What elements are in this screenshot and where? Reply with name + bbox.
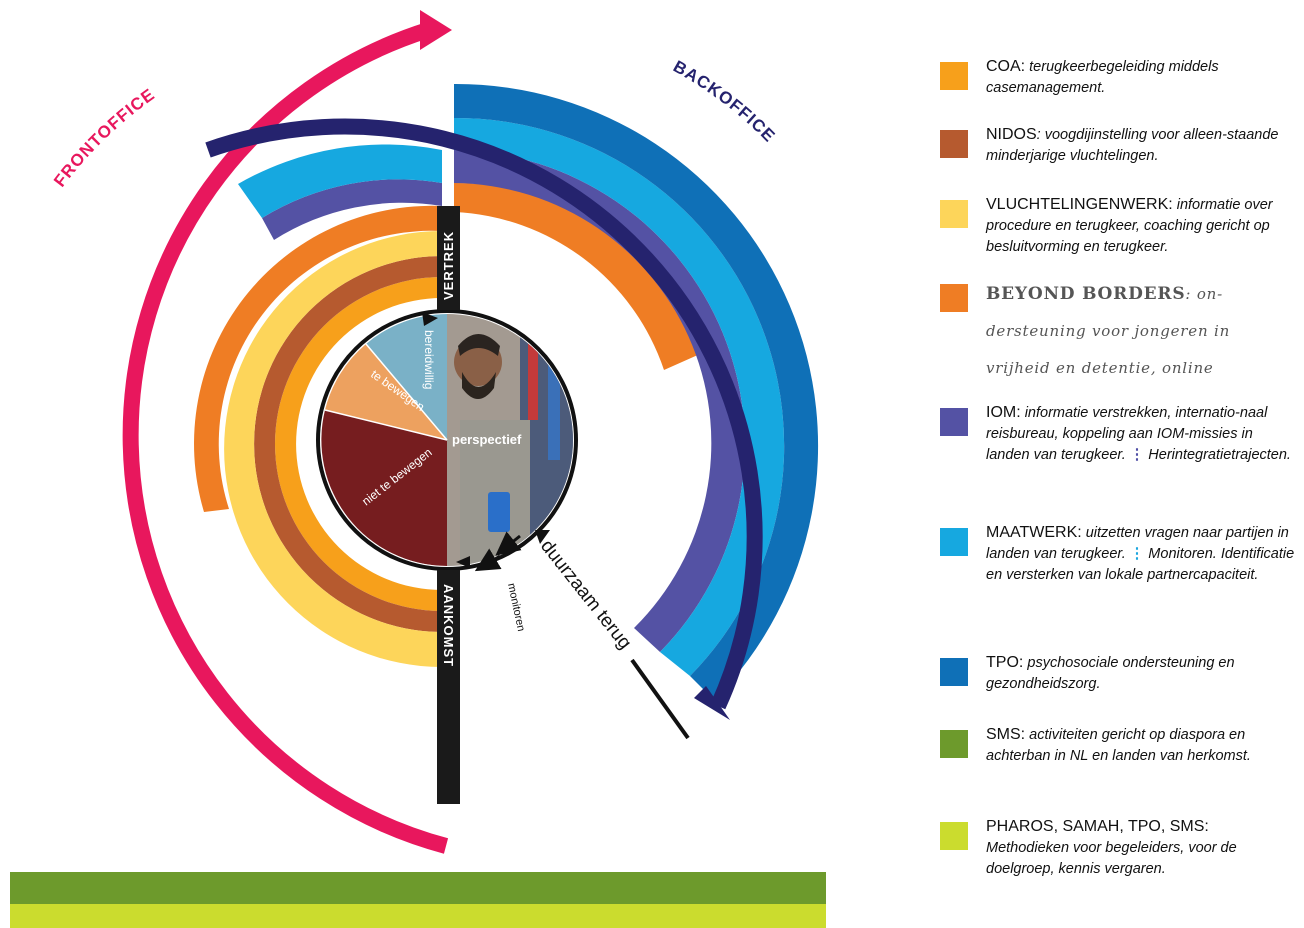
legend-sep-maatwerk: ⋮ [1129, 546, 1145, 562]
legend-desc-sms: activiteiten gericht op diaspora en acht… [986, 727, 1251, 764]
legend-desc-tpo: psychosociale ondersteuning en gezondhei… [986, 655, 1235, 692]
backoffice-arrow [205, 118, 763, 710]
legend-name-coa: COA: [986, 58, 1026, 75]
vluchtelingenwerk-ring-left [224, 231, 442, 667]
legend-desc-beyond-borders: : on-dersteuning voor jongeren in vrijhe… [986, 285, 1231, 377]
pie-niet-te-bewegen [321, 410, 447, 566]
legend-swatch-iom [940, 408, 968, 436]
pie-te-bewegen [325, 344, 447, 440]
legend-desc-pharos: Methodieken voor begeleiders, voor de do… [986, 840, 1237, 877]
legend-swatch-vluchtelingenwerk [940, 200, 968, 228]
frontoffice-label: FRONTOFFICE [50, 85, 158, 191]
monitor-arrow-2 [474, 548, 502, 572]
coa-ring-left [275, 277, 442, 611]
legend-desc-vluchtelingenwerk: informatie over procedure en terugkeer, … [986, 197, 1273, 255]
legend-desc-coa: terugkeerbegeleiding middels casemanagem… [986, 59, 1219, 96]
monitor-arrow-1 [495, 531, 522, 556]
monitoren-label: monitoren [505, 582, 527, 632]
tpo-ring [454, 83, 819, 701]
circle-arrow-right [535, 530, 550, 544]
legend-name-nidos: NIDOS [986, 126, 1037, 143]
legend-name-maatwerk: MAATWERK: [986, 524, 1082, 541]
legend-swatch-tpo [940, 658, 968, 686]
legend-swatch-maatwerk [940, 528, 968, 556]
legend-desc-nidos: : voogdijinstelling voor alleen-staande … [986, 127, 1279, 164]
vertrek-label: VERTREK [441, 231, 456, 300]
legend-name-iom: IOM: [986, 404, 1021, 421]
backoffice-label: BACKOFFICE [670, 57, 779, 146]
pie-bereidwillig [366, 314, 447, 440]
iom-band-left [262, 179, 442, 240]
legend-name-pharos: PHAROS, SAMAH, TPO, SMS: [986, 818, 1209, 835]
backoffice-arrowhead [694, 686, 730, 720]
legend-swatch-coa [940, 62, 968, 90]
nidos-ring-left [254, 256, 442, 632]
sms-bottom-bar [10, 872, 826, 904]
legend-name-beyond-borders: BEYOND BORDERS [986, 284, 1186, 304]
center-disc [321, 314, 573, 566]
pharos-bottom-bar [10, 904, 826, 928]
legend-desc2-maatwerk: Monitoren. Identificatie en versterken v… [986, 546, 1295, 583]
vertrek-bar [437, 206, 460, 310]
legend-swatch-beyond-borders [940, 284, 968, 312]
legend-desc2-iom: Herintegratietrajecten. [1148, 447, 1291, 463]
maatwerk-ring [454, 117, 785, 677]
beyond-borders-ring-right [454, 182, 700, 370]
frontoffice-arrow [122, 22, 449, 854]
legend-swatch-nidos [940, 130, 968, 158]
beyond-borders-ring-left [194, 205, 442, 512]
legend-sep-iom: ⋮ [1129, 447, 1145, 463]
circle-arrow-top [422, 312, 438, 326]
legend-desc-maatwerk: uitzetten vragen naar partijen in landen… [986, 525, 1289, 562]
pie-label-bereidwillig: bereidwillig [422, 330, 436, 389]
circle-arrow-bottom [456, 556, 470, 568]
return-process-diagram: FRONTOFFICE BACKOFFICE bereidwillig te b… [50, 10, 819, 854]
aankomst-label: AANKOMST [441, 584, 456, 667]
duurzaam-terug-line [630, 658, 690, 740]
legend-swatch-sms [940, 730, 968, 758]
pie-label-perspectief: perspectief [452, 432, 522, 447]
legend-name-sms: SMS: [986, 726, 1026, 743]
legend-swatch-pharos [940, 822, 968, 850]
duurzaam-terug-label: duurzaam terug [536, 536, 635, 653]
legend-name-vluchtelingenwerk: VLUCHTELINGENWERK: [986, 196, 1173, 213]
legend-name-tpo: TPO: [986, 654, 1024, 671]
aankomst-bar [437, 570, 460, 804]
legend-desc-iom: informatie verstrekken, internatio-naal … [986, 405, 1268, 463]
iom-ring [454, 150, 745, 652]
maatwerk-band-left [238, 144, 442, 218]
frontoffice-arrowhead [420, 10, 452, 50]
center-circle-outline [316, 309, 578, 571]
